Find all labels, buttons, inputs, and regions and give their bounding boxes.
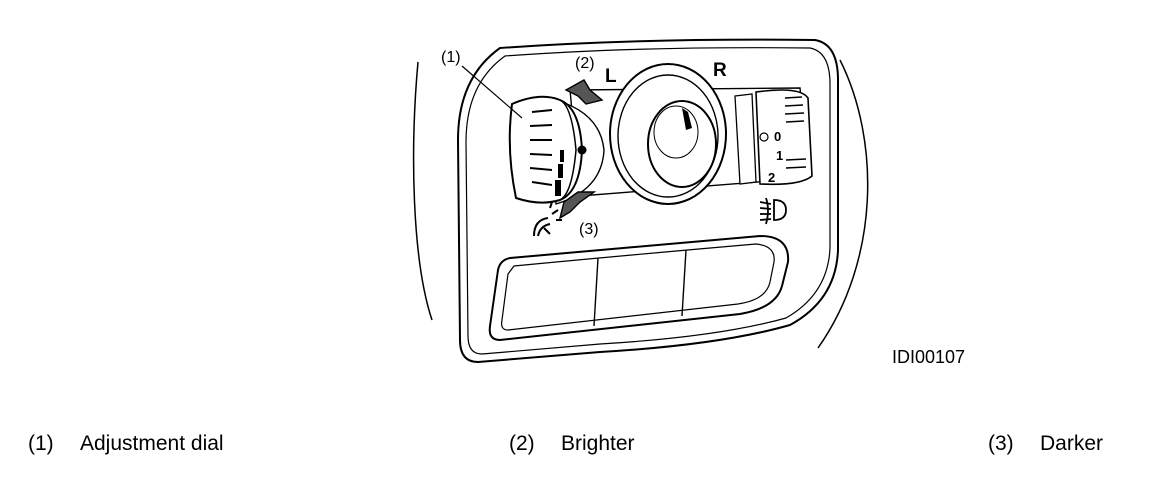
fog-position-0: 0: [774, 129, 781, 144]
legend-number: (3): [988, 432, 1014, 455]
switch-panel-inner: [465, 47, 831, 355]
storage-compartment-outer: [488, 234, 790, 342]
image-id: IDI00107: [892, 347, 965, 367]
adjustment-dial-scale: [555, 150, 564, 196]
callout-3: (3): [579, 221, 599, 238]
illumination-icon: [533, 201, 562, 237]
legend-number: (1): [28, 432, 54, 455]
darker-arrow: [558, 191, 597, 220]
adjustment-dial-ridges: [529, 109, 553, 186]
compartment-divider-1: [593, 257, 599, 327]
switch-label-r: R: [713, 60, 727, 81]
legend-label: Darker: [1040, 432, 1104, 455]
headlight-knob[interactable]: [647, 100, 717, 188]
legend-number: (2): [509, 432, 535, 455]
fog-dial-ridges: [784, 96, 807, 169]
legend-label: Brighter: [561, 432, 635, 455]
dashboard-switch-illustration: 0 1 2: [412, 38, 965, 367]
compartment-divider-2: [681, 249, 687, 317]
legend-label: Adjustment dial: [80, 432, 224, 455]
fog-position-1: 1: [776, 148, 783, 163]
legend-item-1: (1) Adjustment dial: [28, 432, 224, 456]
headlight-knob-face: [653, 105, 699, 159]
fog-indicator-dot: [759, 132, 769, 142]
dashboard-left-curve: [412, 61, 433, 321]
adjustment-dial[interactable]: [508, 95, 584, 204]
legend-item-2: (2) Brighter: [509, 432, 635, 456]
headlight-knob-notch: [682, 108, 692, 130]
fog-switch-window: [734, 93, 757, 185]
callout-1-leader: [461, 65, 523, 119]
fog-position-2: 2: [768, 170, 775, 185]
dashboard-right-curve: [817, 59, 869, 349]
brighter-arrow: [564, 79, 604, 105]
storage-compartment-inner: [501, 243, 775, 331]
legend: (1) Adjustment dial (2) Brighter (3) Darker: [0, 432, 1152, 462]
legend-item-3: (3) Darker: [988, 432, 1103, 456]
switch-label-l: L: [605, 66, 617, 87]
callout-1: (1): [441, 49, 461, 66]
adjustment-dial-rim: [559, 99, 577, 201]
fog-lamp-icon: [759, 197, 787, 225]
callout-2: (2): [575, 55, 595, 72]
adjustment-dial-dot: [577, 145, 587, 155]
